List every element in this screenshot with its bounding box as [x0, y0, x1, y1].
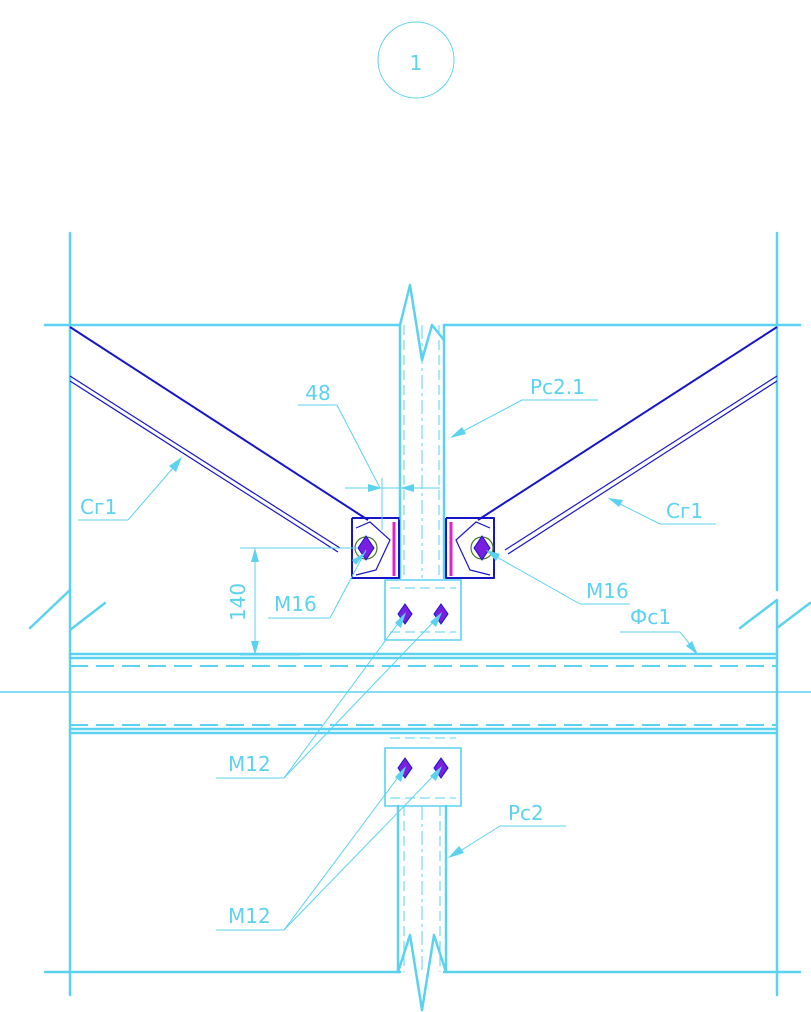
node-marker: 1 — [377, 21, 455, 99]
bolts — [357, 535, 491, 779]
bolt-diamond-icon — [357, 535, 375, 561]
label-sg1-left: Сг1 — [80, 495, 117, 519]
dimension-140-label: 140 — [226, 583, 250, 621]
label-m12-upper: М12 — [228, 752, 271, 776]
leader-rs2: Рс2 — [448, 801, 566, 858]
dimension-140: 140 — [226, 547, 358, 656]
leader-sg1-right: Сг1 — [608, 498, 716, 525]
dimension-48-label: 48 — [305, 381, 330, 405]
brace-right — [445, 326, 778, 579]
bolt-diamond-icon — [473, 535, 491, 561]
leader-rs21: Рс2.1 — [450, 375, 598, 438]
node-marker-number: 1 — [410, 51, 423, 75]
break-line-icon — [28, 588, 107, 632]
label-m12-lower: М12 — [228, 904, 271, 928]
leader-fs1: Фс1 — [620, 605, 698, 655]
leader-m12-lower: М12 — [216, 766, 442, 931]
label-m16-left: М16 — [274, 592, 317, 616]
label-rs2: Рс2 — [508, 801, 544, 825]
frame-outline — [28, 231, 811, 997]
leader-m12-upper: М12 — [216, 612, 442, 779]
break-line-icon — [738, 598, 811, 630]
leader-m16-right: М16 — [486, 550, 630, 605]
label-rs21: Рс2.1 — [530, 375, 585, 399]
post-rs21 — [384, 283, 462, 641]
label-fs1: Фс1 — [630, 605, 671, 629]
label-m16-right: М16 — [586, 579, 629, 603]
brace-left — [69, 326, 400, 579]
dimension-48: 48 — [298, 381, 440, 530]
label-sg1-right: Сг1 — [666, 499, 703, 523]
beam-fs1 — [0, 652, 811, 735]
post-rs2 — [384, 737, 462, 1012]
leader-m16-left: М16 — [268, 549, 367, 619]
break-line-icon — [398, 283, 446, 362]
break-line-icon — [396, 933, 448, 1012]
leader-sg1-left: Сг1 — [78, 457, 182, 521]
